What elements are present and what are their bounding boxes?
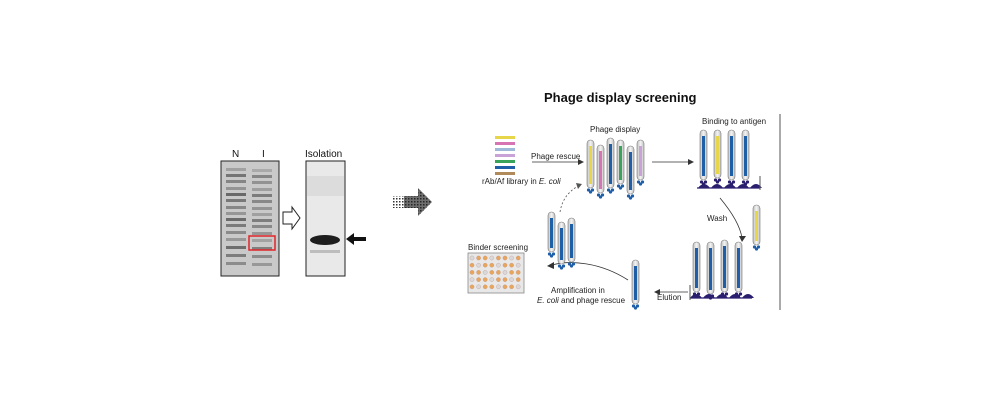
dashed-return-arrow bbox=[560, 186, 578, 212]
library-color-bars bbox=[495, 136, 515, 175]
hollow-arrow-icon bbox=[283, 207, 300, 229]
amplified-phage-group bbox=[548, 212, 575, 270]
amplification-label-line2: E. coli and phage rescue bbox=[537, 296, 625, 306]
lane-n-label: N bbox=[232, 149, 239, 160]
elution-group bbox=[690, 240, 754, 300]
sds-page-gel bbox=[221, 161, 279, 276]
phage-rescue-label: Phage rescue bbox=[531, 152, 580, 162]
binder-screening-label: Binder screening bbox=[468, 243, 528, 253]
library-label: rAb/Af library in E. coli bbox=[482, 177, 561, 187]
left-arrow-icon bbox=[346, 233, 366, 245]
isolation-gel bbox=[306, 161, 345, 276]
phage-display-group bbox=[587, 138, 644, 200]
isolated-band bbox=[310, 235, 340, 245]
washed-away-phage bbox=[753, 205, 760, 251]
elution-label: Elution bbox=[657, 293, 681, 303]
screening-plate bbox=[468, 253, 524, 293]
binding-group bbox=[698, 130, 762, 188]
eluted-phage bbox=[632, 260, 639, 310]
wash-label: Wash bbox=[707, 214, 727, 224]
phage-display-label: Phage display bbox=[590, 125, 640, 135]
binding-to-antigen-label: Binding to antigen bbox=[702, 117, 766, 127]
isolation-label: Isolation bbox=[305, 149, 342, 160]
big-arrow-icon bbox=[392, 188, 432, 216]
amplification-label-line1: Amplification in bbox=[551, 286, 605, 296]
lane-i-label: I bbox=[262, 149, 265, 160]
diagram-title: Phage display screening bbox=[544, 90, 696, 105]
